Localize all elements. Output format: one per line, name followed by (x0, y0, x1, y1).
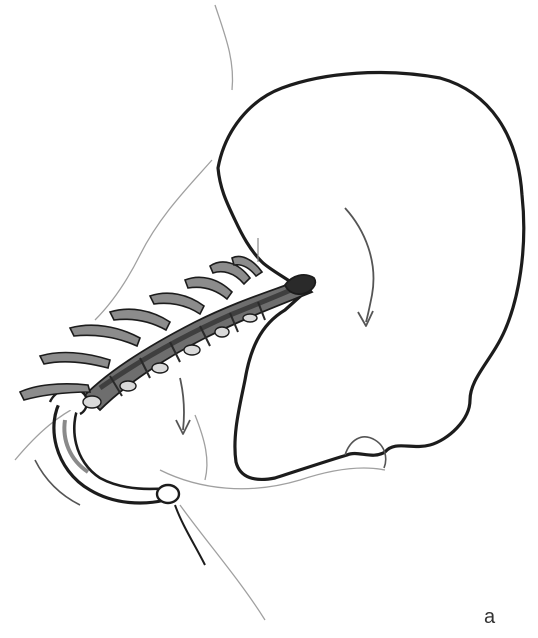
spinous-process (185, 277, 232, 299)
transverse-process (215, 327, 229, 337)
throat-outline (180, 505, 265, 620)
transverse-process (152, 363, 168, 373)
spinous-process (70, 325, 140, 346)
hyoid-arch (35, 389, 205, 565)
transverse-process (184, 345, 200, 355)
downward-arrow (176, 378, 190, 434)
spinous-process (150, 293, 204, 314)
downward-arrow-shaft (180, 378, 184, 430)
left-lower-line (35, 460, 80, 505)
neck-faint-line (195, 415, 207, 480)
skull-outline (218, 73, 524, 480)
hyoid-knob (157, 485, 179, 503)
hyoid-arch-inner (74, 402, 168, 489)
figure-caption: a (484, 606, 495, 629)
transverse-process (120, 381, 136, 391)
transverse-process (83, 396, 101, 408)
spinous-process (40, 353, 110, 368)
hyoid-front-line (175, 505, 205, 565)
spinous-process (110, 309, 170, 330)
transverse-process (243, 314, 257, 322)
neck-outline-top (215, 5, 233, 90)
